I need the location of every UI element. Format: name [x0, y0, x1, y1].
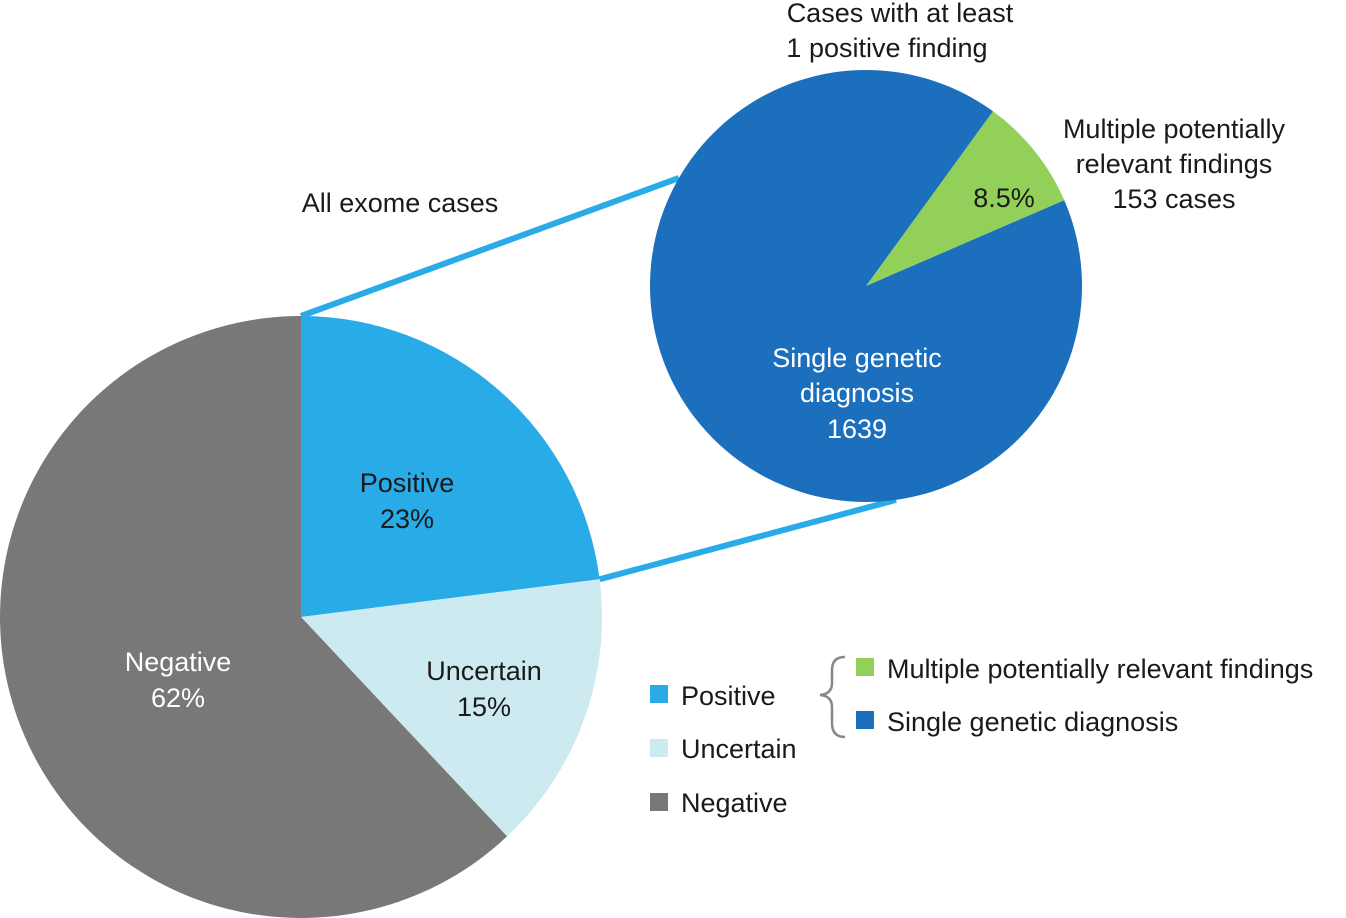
legend-label-uncertain: Uncertain — [681, 734, 797, 764]
single-diagnosis-label-3: 1639 — [827, 414, 887, 444]
legend-label-single-diagnosis: Single genetic diagnosis — [887, 707, 1178, 737]
single-diagnosis-label-2: diagnosis — [800, 378, 914, 408]
all-cases-title: All exome cases — [302, 188, 499, 218]
legend-label-multiple-findings: Multiple potentially relevant findings — [887, 654, 1313, 684]
legend-swatch-positive — [650, 685, 668, 703]
legend-label-negative: Negative — [681, 788, 788, 818]
connector-line-top — [299, 175, 680, 319]
multiple-findings-callout-3: 153 cases — [1112, 184, 1235, 214]
single-diagnosis-label-1: Single genetic — [772, 343, 942, 373]
all-cases-pie — [0, 316, 602, 918]
legend-label-positive: Positive — [681, 681, 776, 711]
connector-line-bottom — [598, 496, 897, 583]
legend-swatch-negative — [650, 793, 668, 811]
multiple-findings-callout-1: Multiple potentially — [1063, 114, 1286, 144]
zoom-title-line2: 1 positive finding — [786, 33, 987, 63]
uncertain-slice-label: Uncertain — [426, 656, 542, 686]
multiple-findings-callout-2: relevant findings — [1076, 149, 1273, 179]
positive-slice-label: Positive — [360, 468, 455, 498]
zoom-legend: Multiple potentially relevant findings S… — [819, 654, 1313, 739]
pie-slice-negative — [0, 316, 508, 918]
negative-slice-value: 62% — [151, 683, 205, 713]
negative-slice-label: Negative — [125, 647, 232, 677]
multiple-findings-value: 8.5% — [973, 183, 1035, 213]
pie-slice-single-genetic-diagnosis — [650, 69, 1082, 502]
main-legend: Positive Uncertain Negative — [650, 681, 797, 818]
positive-slice-value: 23% — [380, 504, 434, 534]
legend-swatch-uncertain — [650, 739, 668, 757]
zoom-connector-lines — [299, 175, 897, 583]
positive-breakdown-pie — [650, 69, 1082, 502]
zoom-title-line1: Cases with at least — [787, 0, 1014, 28]
uncertain-slice-value: 15% — [457, 692, 511, 722]
pie-slice-positive — [301, 316, 600, 617]
legend-swatch-single-diagnosis — [856, 711, 874, 729]
legend-group-brace — [819, 655, 846, 739]
pie-slice-multiple-potentially-relevant-findings — [866, 111, 1065, 287]
pie-slice-uncertain — [301, 579, 602, 837]
legend-swatch-multiple-findings — [856, 658, 874, 676]
